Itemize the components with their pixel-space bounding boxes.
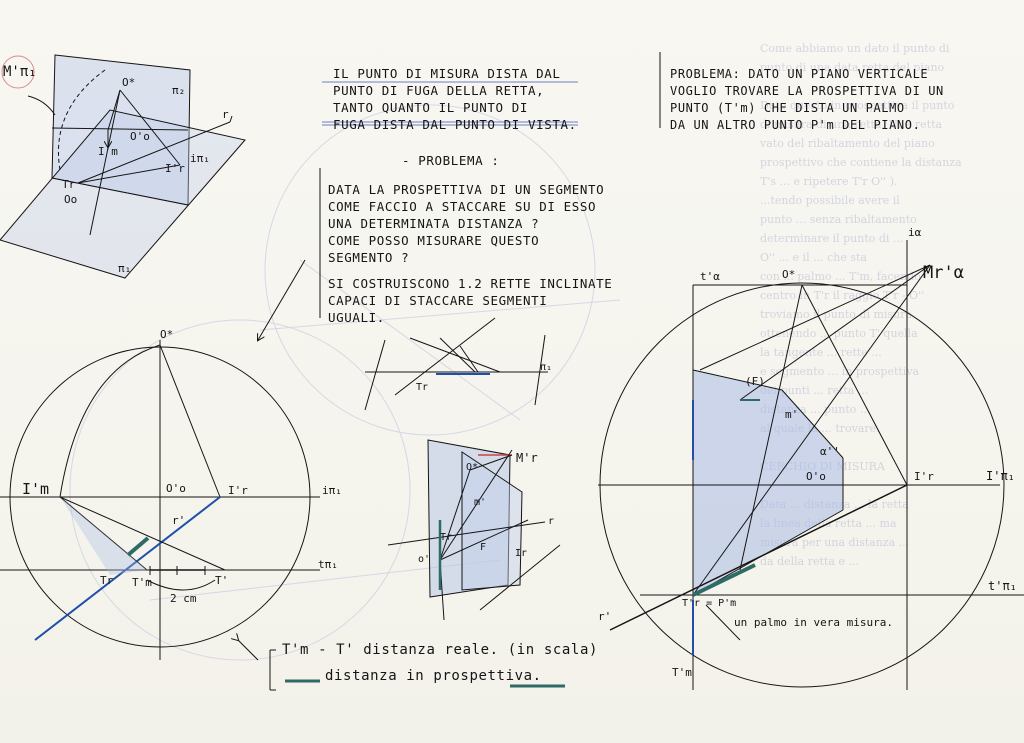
- vertical-plane-alpha: [427, 439, 511, 598]
- lc-label-cm: 2 cm: [170, 592, 197, 605]
- label-M-pi: M'π₁: [3, 64, 37, 80]
- rc-label-Tm: T'm: [672, 666, 692, 679]
- lc-label-ipi: iπ₁: [322, 484, 342, 497]
- rc-label-talpha: t'α: [700, 270, 720, 283]
- md-label-Ir: Ir: [515, 548, 527, 559]
- label-Im: I'm: [98, 145, 118, 158]
- lc-label-tpi: tπ₁: [318, 558, 338, 571]
- measure-circle-right-labels: iα Mr'α t'α O* (F) m' α'' O'o I'r I'π₁ t…: [598, 226, 1017, 679]
- legend-perspective-distance: distanza in prospettiva.: [325, 668, 542, 684]
- rc-label-Tr-Pm: T'r = P'm: [682, 598, 736, 609]
- rc-label-F: (F): [745, 375, 765, 388]
- md-label-r: r: [548, 516, 554, 527]
- rc-label-palmo: un palmo in vera misura.: [734, 616, 893, 629]
- ms-label-Tr: Tr: [416, 382, 428, 393]
- lc-label-Ir: I'r: [228, 484, 248, 497]
- rc-label-Mr-alpha: Mr'α: [923, 263, 964, 283]
- lc-label-Tr: Tr: [100, 574, 114, 587]
- legend-graphics: [238, 52, 661, 691]
- label-r: r: [222, 108, 229, 121]
- rc-label-Ipi: I'π₁: [986, 469, 1015, 483]
- pointer-arrow: [258, 259, 306, 340]
- vertical-plane-diagram-labels: M'r O* m' r Tr o' Ir F: [418, 451, 554, 565]
- problem1-answer: SI COSTRUISCONO 1.2 RETTE INCLINATE CAPA…: [328, 275, 613, 325]
- vertical-plane-wash: [693, 370, 843, 595]
- lc-label-O-star: O*: [160, 328, 173, 341]
- label-O-star: O*: [122, 76, 135, 89]
- lc-label-O0: O'o: [166, 482, 186, 495]
- md-label-F: F: [480, 542, 486, 553]
- problem1-heading: - PROBLEMA :: [402, 153, 500, 168]
- rc-label-r: r': [598, 610, 611, 623]
- lc-label-T: T': [215, 574, 228, 587]
- measure-circle-left-labels: O* O'o I'm I'r iπ₁ tπ₁ r' Tr T'm T' 2 cm: [22, 328, 342, 605]
- label-ipi: iπ₁: [190, 152, 210, 165]
- label-O0: Oo: [64, 193, 77, 206]
- rc-label-O0: O'o: [806, 470, 826, 483]
- md-label-Tr: Tr: [440, 532, 452, 543]
- measure-circle-left: [0, 340, 320, 660]
- measure-circle-right: [598, 240, 1024, 690]
- md-label-O0: o': [418, 554, 430, 565]
- rc-label-m: m': [785, 408, 798, 421]
- oblique-view-diagram: [0, 54, 246, 279]
- label-Tr: Tr: [62, 178, 76, 191]
- label-pi2: π₂: [172, 84, 185, 97]
- vertical-plane-diagram: [387, 439, 561, 621]
- rc-label-ialpha: iα: [908, 226, 922, 239]
- lc-label-Tm: T'm: [132, 576, 152, 589]
- md-label-Mr: M'r: [516, 451, 538, 465]
- rc-label-Ir: I'r: [914, 470, 934, 483]
- lc-label-r: r': [172, 514, 185, 527]
- bleed-through-construction: [69, 104, 621, 661]
- ground-plane: [0, 109, 246, 279]
- md-label-O-star: O*: [466, 462, 478, 473]
- oblique-view-labels: M'π₁ O* O'o I'm I'r iπ₁ π₂ π₁ r Tr Oo: [3, 64, 229, 275]
- label-pi1: π₁: [118, 262, 131, 275]
- md-label-m: m': [474, 497, 486, 508]
- label-O0-prime: O'o: [130, 130, 150, 143]
- problem1-body: DATA LA PROSPETTIVA DI UN SEGMENTO COME …: [328, 181, 605, 265]
- legend-real-distance: T'm - T' distanza reale. (in scala): [282, 642, 599, 658]
- ms-label-pi1: π₁: [540, 362, 552, 373]
- equal-segments-sketch-labels: Tr π₁: [416, 362, 552, 393]
- rc-label-tpi: t'π₁: [988, 579, 1017, 593]
- rc-label-O-star: O*: [782, 268, 795, 281]
- lc-label-Im: I'm: [22, 480, 49, 498]
- equal-segments-sketch: [364, 317, 548, 411]
- rc-label-alpha: α'': [820, 445, 840, 458]
- measure-point-note: IL PUNTO DI MISURA DISTA DAL PUNTO DI FU…: [333, 65, 577, 132]
- problem2-note: PROBLEMA: DATO UN PIANO VERTICALE VOGLIO…: [670, 67, 944, 132]
- label-Ir: I'r: [165, 162, 185, 175]
